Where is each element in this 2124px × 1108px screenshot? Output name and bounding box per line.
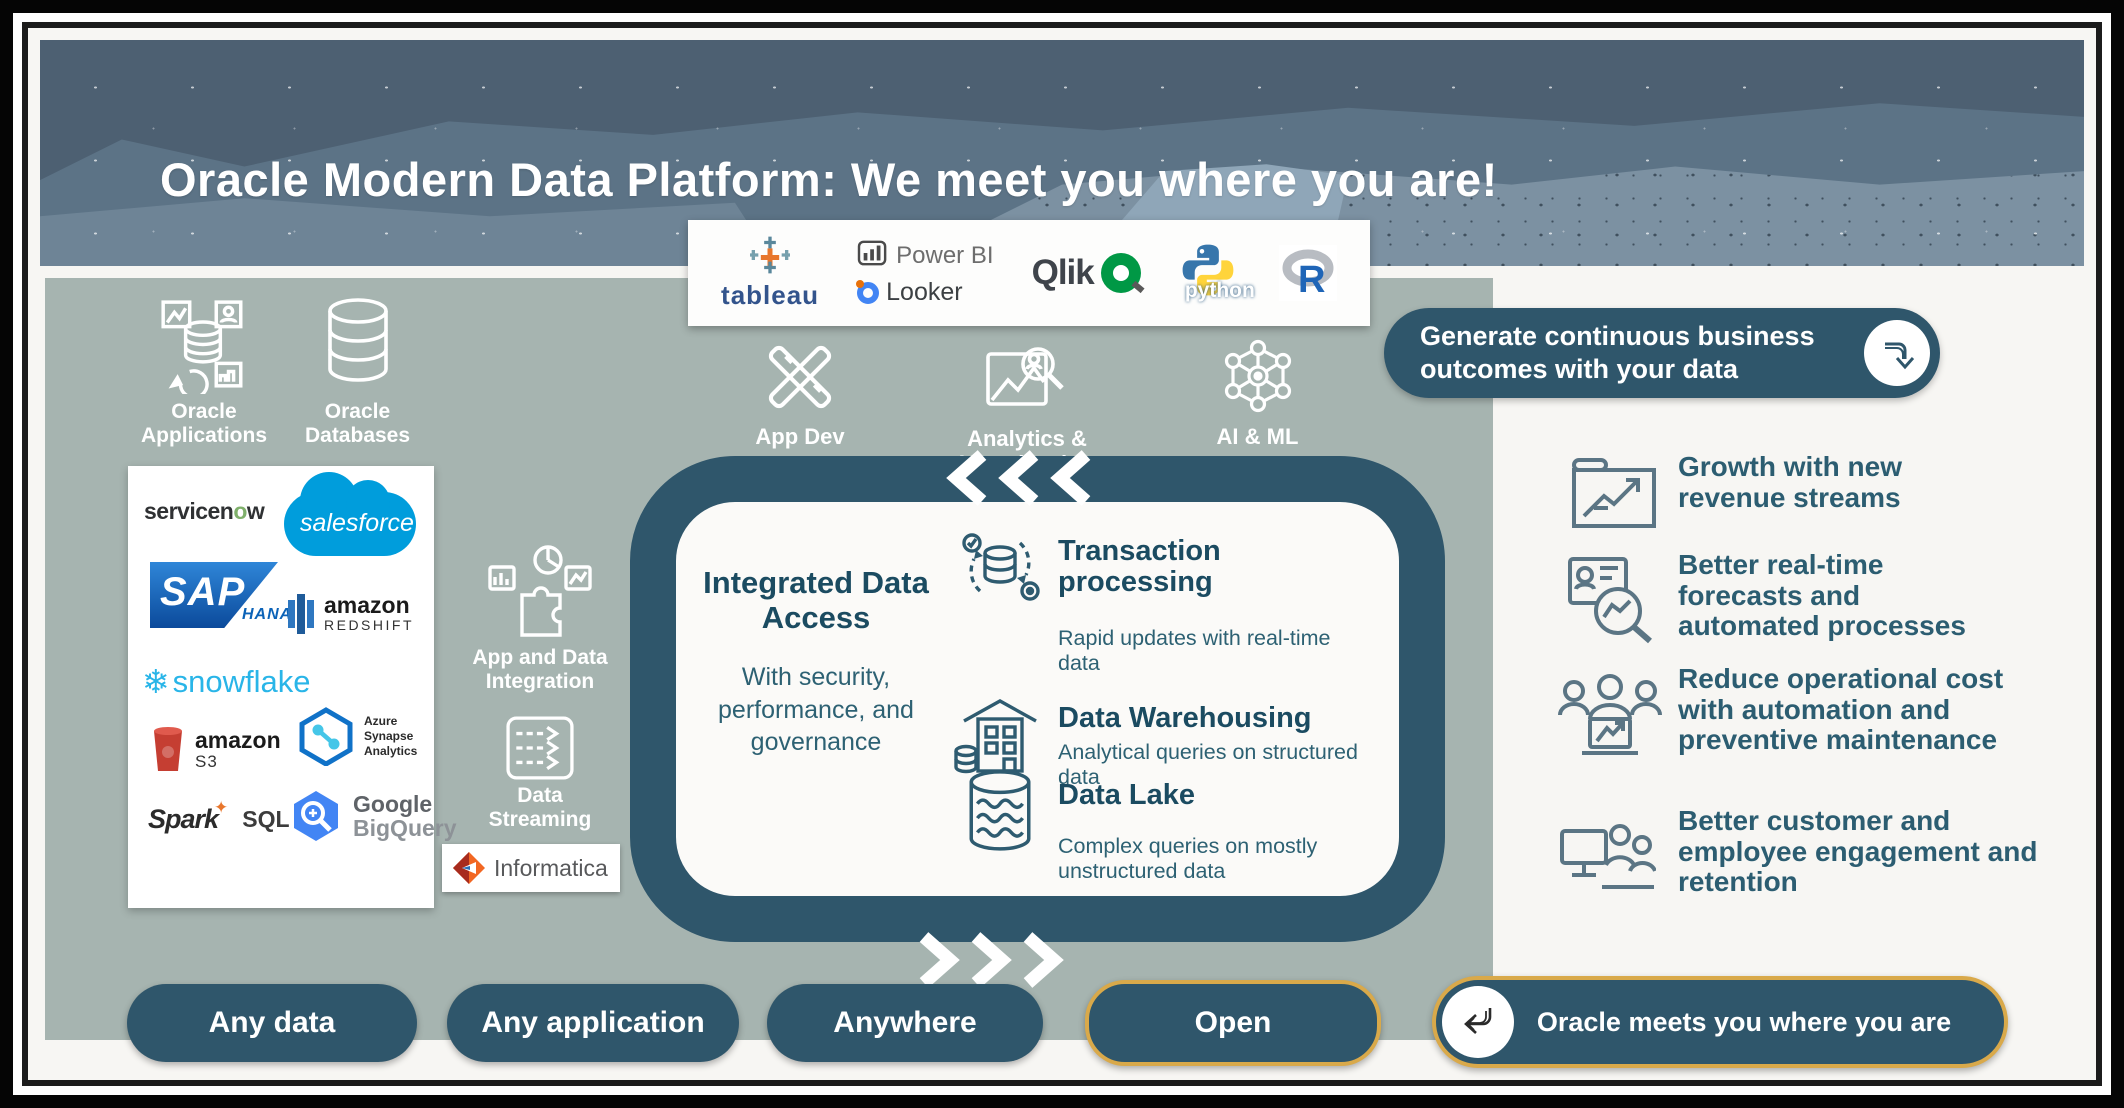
benefit-forecasts: Better real-time forecasts and automated… [1678,549,1966,642]
ai-ml-label: AI & ML [1216,424,1299,449]
powerbi-logo: Power BI [857,239,994,272]
oracle-applications-icon [161,300,243,394]
amazon-s3-logo: amazon S3 [150,724,281,778]
powerbi-icon [857,239,889,272]
any-data-button[interactable]: Any data [127,984,417,1062]
python-logo: python [1179,241,1255,305]
python-wordmark: python [1184,279,1255,302]
oracle-databases-icon [327,298,388,382]
r-logo: R [1278,245,1337,301]
open-button[interactable]: Open [1085,980,1381,1066]
data-lake-title: Data Lake [1058,779,1196,811]
bigquery-icon [294,791,338,841]
analytics-visualization-icon [986,347,1064,406]
oracle-applications-source: Oracle Applications [118,296,290,447]
informatica-logo: Informatica [442,844,620,892]
forecasts-icon [1568,557,1652,644]
looker-wordmark: Looker [886,278,963,306]
transaction-processing-title: Transaction processing [1058,535,1221,599]
benefit-operational-cost: Reduce operational cost with automation … [1678,663,2004,756]
oracle-databases-source: Oracle Databases [295,294,420,447]
tableau-wordmark: tableau [721,279,820,310]
app-dev-label: App Dev [755,424,845,449]
snowflake-logo: ❄ snowflake [142,662,311,701]
tableau-logo: tableau [721,236,819,311]
data-streaming-label: Data Streaming [488,784,592,832]
app-data-integration-icon [488,545,592,637]
redshift-icon [288,594,314,634]
growth-icon [1572,458,1656,528]
amazon-redshift-logo: amazon REDSHIFT [286,592,414,636]
data-streaming-icon [506,716,574,780]
data-streaming: Data Streaming [468,716,612,832]
outcomes-banner-button[interactable]: Generate continuous business outcomes wi… [1384,308,1940,398]
snowflake-wordmark: snowflake [172,663,311,699]
powerbi-wordmark: Power BI [896,241,994,269]
data-warehousing-title: Data Warehousing [1058,702,1312,734]
salesforce-wordmark: salesforce [300,509,414,537]
oracle-meets-banner-label: Oracle meets you where you are [1536,1006,1952,1037]
s3-icon [154,727,182,771]
sap-logo: SAP [150,562,278,628]
google-bigquery-logo: Google BigQuery [288,788,457,844]
snowflake-icon: ❄ [142,663,170,700]
salesforce-logo: salesforce [284,472,416,556]
bi-tools-bar: tableau Power BI Looker Qlik [688,220,1370,326]
core-subheading: With security, performance, and governan… [718,663,914,757]
servicenow-o-icon: o [233,498,247,524]
benefit-engagement: Better customer and employee engagement … [1678,805,2038,898]
spark-star-icon: ✦ [214,797,229,817]
informatica-icon [453,852,485,884]
data-lake-desc: Complex queries on mostly unstructured d… [1058,834,1318,884]
looker-icon [856,279,880,304]
ai-ml-icon [1224,339,1291,413]
partner-logos-panel: servicenow salesforce SAP HANA amazon RE… [128,466,457,908]
oracle-applications-label: Oracle Applications [140,400,267,447]
return-arrow-circle[interactable] [1442,986,1514,1058]
synapse-icon [299,707,353,766]
looker-logo: Looker [856,278,993,307]
header-banner: Oracle Modern Data Platform: We meet you… [40,40,2084,266]
outcomes-banner-label: Generate continuous business outcomes wi… [1420,321,1815,384]
benefit-growth: Growth with new revenue streams [1678,451,1902,513]
sap-hana-label: HANA [242,606,293,623]
qlik-logo: Qlik [1032,253,1141,293]
outcomes-banner-circle[interactable] [1864,320,1930,386]
app-data-integration: App and Data Integration [452,542,628,694]
any-application-button[interactable]: Any application [447,984,739,1062]
arrow-turn-down-icon [1885,342,1915,370]
powerbi-looker-column: Power BI Looker [856,239,994,307]
oracle-meets-banner-button[interactable]: Oracle meets you where you are [1432,976,2008,1068]
app-data-integration-label: App and Data Integration [472,646,608,694]
chevrons-left-icon [946,450,1091,506]
tableau-icon [748,236,792,279]
qlik-wordmark: Qlik [1031,253,1095,292]
service-ai-ml: AI & ML [1165,338,1350,449]
qlik-q-icon [1100,253,1141,293]
transaction-processing-icon [962,533,1040,601]
chevrons-right-icon [919,932,1064,988]
service-app-dev: App Dev [712,338,888,449]
data-warehousing-desc: Analytical queries on structured data [1058,740,1358,790]
servicenow-logo: servicenow [144,498,265,524]
integrated-data-access: Integrated Data Access With security, pe… [666,565,966,759]
app-dev-icon [768,345,832,409]
engagement-icon [1560,824,1656,889]
r-icon: R [1282,249,1334,298]
core-heading: Integrated Data Access [703,565,929,635]
azure-synapse-logo: Azure Synapse Analytics [296,706,417,766]
transaction-processing-desc: Rapid updates with real-time data [1058,626,1331,676]
spark-sql-logo: Spark ✦ SQL [148,797,290,835]
return-arrow-icon [1464,1008,1492,1034]
informatica-wordmark: Informatica [494,854,608,881]
oracle-databases-label: Oracle Databases [304,400,411,447]
integrated-data-access-ring [630,456,1445,942]
svg-text:R: R [1298,259,1325,298]
data-lake-icon [969,770,1031,851]
anywhere-button[interactable]: Anywhere [767,984,1043,1062]
page-title: Oracle Modern Data Platform: We meet you… [160,153,1498,206]
python-icon [1182,244,1234,296]
operational-cost-icon [1558,674,1662,755]
